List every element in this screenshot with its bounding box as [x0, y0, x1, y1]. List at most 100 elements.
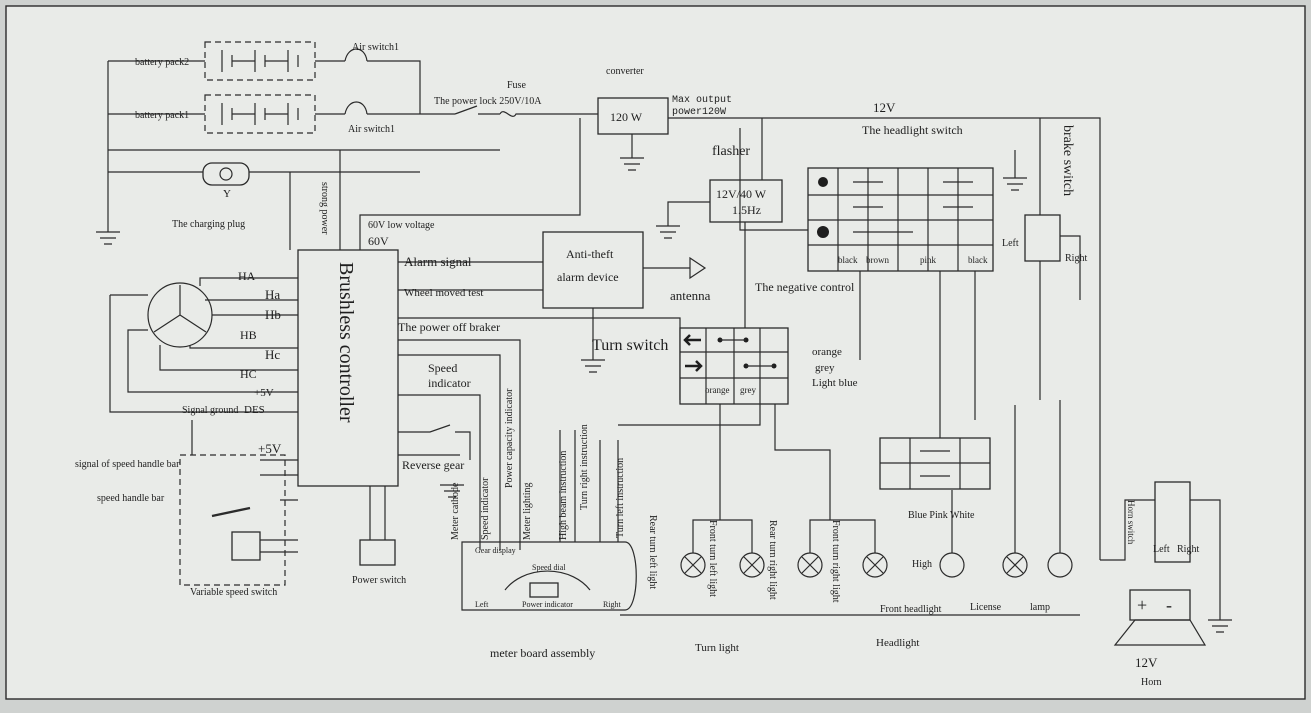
hall-label-2: Hb	[265, 307, 281, 322]
hall-label-5: HC	[240, 367, 257, 381]
alarm-signal-label: Alarm signal	[404, 254, 472, 269]
horn-switch-box	[1154, 481, 1191, 563]
speed-dial-icon	[504, 570, 591, 591]
signal-ground-label: Signal ground	[182, 405, 238, 416]
flasher-line2: 1.5Hz	[732, 203, 761, 217]
meter-left-label: Left	[475, 600, 489, 609]
horn-left-label: Left	[1153, 544, 1170, 555]
throttle-icon	[211, 506, 251, 518]
antenna-label: antenna	[670, 288, 711, 303]
gear-display-label: Gear display	[475, 546, 516, 555]
meter-wire-0: Meter cathode	[450, 482, 461, 540]
plug-letter: Y	[223, 188, 231, 200]
max-output-1: Max output	[672, 95, 732, 106]
speed-dial-label: Speed dial	[532, 563, 566, 572]
lamp-label-1: Front turn left light	[707, 520, 718, 597]
headlight-col-0: black	[838, 255, 858, 265]
hall-label-3: HB	[240, 328, 257, 342]
charging-plug-label: The charging plug	[172, 219, 245, 230]
antenna-icon	[643, 256, 707, 280]
flasher-title: flasher	[712, 144, 750, 159]
controller-box	[297, 249, 399, 487]
air-switch-icon	[344, 48, 368, 115]
headlight-label: Headlight	[876, 637, 919, 649]
headlight-switch-title: The headlight switch	[862, 123, 963, 137]
air-switch-bottom-label: Air switch1	[348, 124, 395, 135]
meter-wire-2: Power capacity indicator	[504, 388, 515, 488]
battery-pack1-label: battery pack1	[135, 110, 189, 121]
turn-col-grey: grey	[740, 385, 756, 395]
antitheft-line1: Anti-theft	[566, 247, 614, 261]
antitheft-line2: alarm device	[557, 270, 619, 284]
des-label: DES	[244, 404, 265, 416]
meter-wire-5: Turn right instruction	[579, 424, 590, 510]
brake-right-label: Right	[1065, 253, 1087, 264]
brake-switch-title: brake switch	[1060, 125, 1075, 196]
hall-label-4: Hc	[265, 347, 280, 362]
meter-board-outline	[461, 541, 637, 611]
horn-minus: -	[1166, 595, 1172, 615]
license-label: License	[970, 602, 1002, 613]
lamp-label-2: Rear turn right light	[767, 520, 778, 600]
v60-label: 60V	[368, 234, 389, 248]
air-switch-top-label: Air switch1	[352, 42, 399, 53]
sun-icon	[818, 177, 828, 187]
horn-icon	[1113, 619, 1207, 646]
low-voltage-label: 60V low voltage	[368, 220, 435, 231]
high-label: High	[912, 559, 932, 570]
turn-arrows-icon	[683, 334, 703, 372]
speed-indicator-1: Speed	[428, 361, 457, 375]
battery-pack2-label: battery pack2	[135, 57, 189, 68]
flasher-line1: 12V/40 W	[716, 187, 767, 201]
hall-label-0: HA	[238, 269, 256, 283]
variable-switch-icon	[231, 531, 261, 561]
power-off-label: The power off braker	[398, 320, 500, 334]
max-output-2: power120W	[672, 107, 726, 118]
turn-legend-2: Light blue	[812, 377, 858, 389]
meter-assembly-label: meter board assembly	[490, 646, 595, 660]
charging-plug-icon	[202, 162, 250, 186]
speed-handle-signal-label: signal of speed handle bar	[75, 459, 180, 470]
horn-right-label: Right	[1177, 544, 1199, 555]
turn-switch-title: Turn switch	[592, 337, 668, 354]
horn-switch-label: Horn switch	[1126, 500, 1136, 545]
controller-title: Brushless controller	[335, 262, 357, 423]
headlight-col-1: brown	[866, 255, 889, 265]
lamp-label-0: Rear turn left light	[647, 515, 658, 589]
converter-box	[597, 97, 669, 135]
lamp-label-3: Front turn right light	[830, 520, 841, 603]
hall-label-6: +5V	[254, 387, 274, 399]
meter-wire-4: High beam instruction	[558, 451, 569, 540]
meter-wire-1: Speed indicator	[480, 477, 491, 540]
horn-plus: +	[1137, 595, 1147, 615]
front-headlight-label: Front headlight	[880, 604, 942, 615]
fuse-label: Fuse	[507, 80, 526, 91]
meter-wire-6: Turn left instruction	[615, 458, 626, 538]
battery-pack2	[204, 41, 316, 81]
horn-body	[1129, 589, 1191, 621]
bpw-label: Blue Pink White	[908, 510, 975, 521]
power-switch-label: Power switch	[352, 575, 406, 586]
converter-title: converter	[606, 66, 644, 77]
wheel-moved-label: Wheel moved test	[404, 287, 483, 299]
plus5v-label: +5V	[258, 441, 282, 456]
horn-12v-label: 12V	[1135, 655, 1158, 670]
turn-legend-0: orange	[812, 346, 842, 358]
turn-light-label: Turn light	[695, 642, 739, 654]
converter-watts: 120 W	[610, 110, 643, 124]
headlight-col-3: black	[968, 255, 988, 265]
power-switch-icon	[359, 539, 396, 566]
headlight-12v-label: 12V	[873, 100, 896, 115]
horn-label: Horn	[1141, 677, 1162, 688]
turn-legend-1: grey	[815, 362, 835, 374]
power-indicator-label: Power indicator	[522, 600, 573, 609]
strong-power-label: strong power	[319, 182, 330, 235]
speed-indicator-2: indicator	[428, 376, 471, 390]
power-lock-label: The power lock 250V/10A	[434, 96, 542, 107]
speed-handle-bar-label: speed handle bar	[97, 493, 165, 504]
speed-handle-frame	[179, 454, 286, 586]
headlight-col-2: pink	[920, 255, 937, 265]
flasher-box	[709, 179, 783, 223]
